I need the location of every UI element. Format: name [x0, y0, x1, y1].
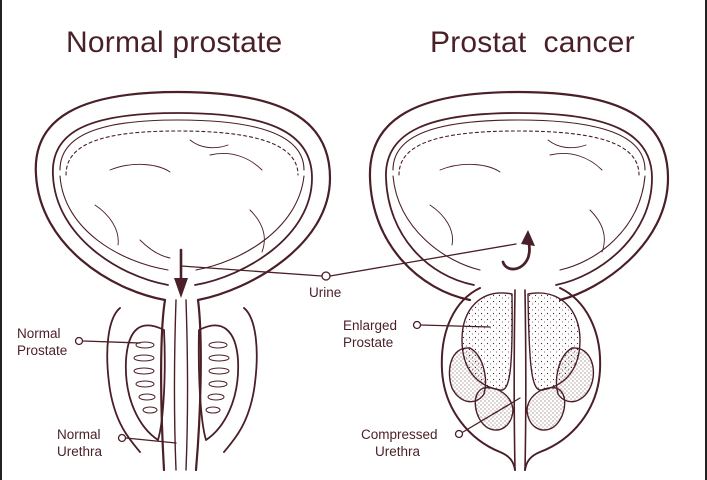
label-enlarged-prostate: Enlarged Prostate [343, 317, 397, 351]
urine-backflow-arrow [501, 238, 531, 271]
left-frame-line [0, 0, 2, 480]
label-enlarged-prostate-line2: Prostate [343, 335, 394, 350]
label-compressed-urethra-line2: Urethra [375, 444, 421, 459]
label-normal-urethra: Normal Urethra [57, 426, 102, 460]
cancer-bladder [368, 90, 670, 471]
title-normal-prostate: Normal prostate [66, 26, 283, 59]
label-normal-urethra-line2: Urethra [57, 444, 103, 459]
label-normal-prostate: Normal Prostate [17, 325, 67, 359]
right-frame-line [705, 0, 707, 480]
label-normal-prostate-line2: Prostate [17, 343, 68, 358]
label-normal-prostate-line1: Normal [17, 326, 61, 341]
title-prostate-cancer: Prostat cancer [430, 26, 635, 59]
label-compressed-urethra-line1: Compressed [361, 427, 438, 442]
label-enlarged-prostate-line1: Enlarged [343, 318, 398, 333]
label-compressed-urethra: Compressed Urethra [361, 426, 438, 460]
label-normal-urethra-line1: Normal [57, 427, 101, 442]
label-urine: Urine [309, 285, 342, 300]
normal-bladder [34, 90, 332, 472]
